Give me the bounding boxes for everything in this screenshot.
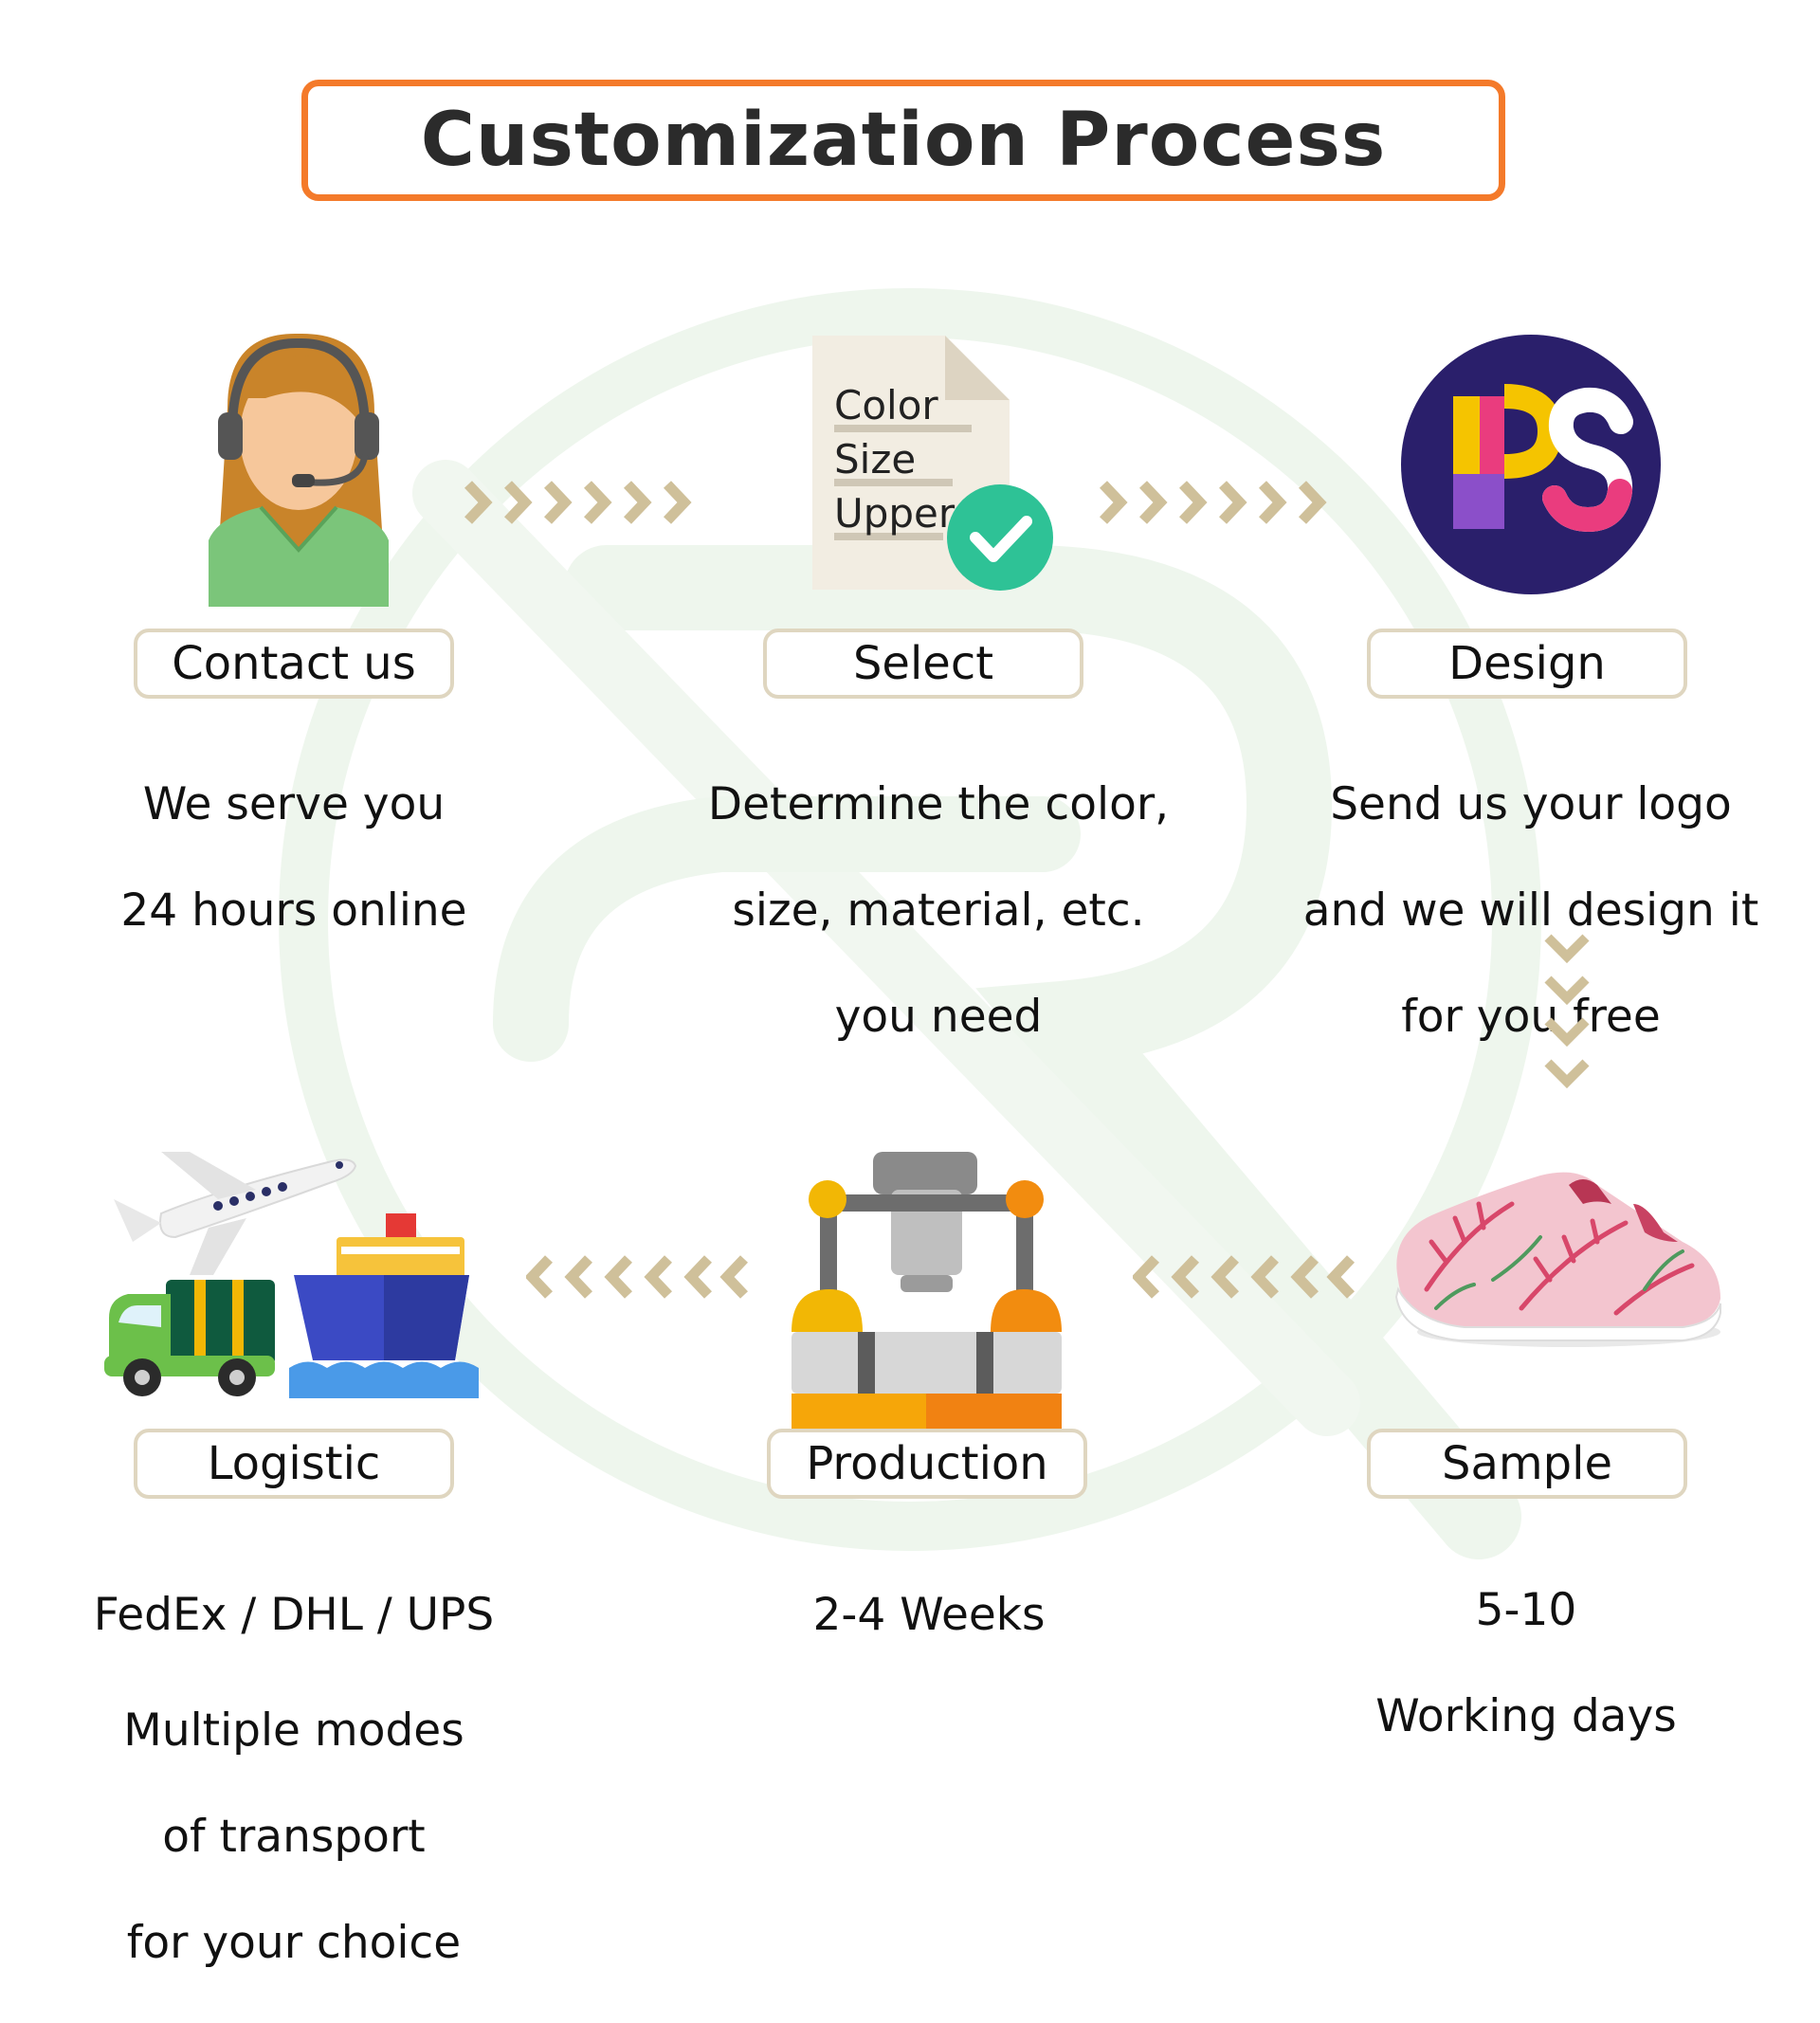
truck-icon [104, 1280, 275, 1396]
desc-line: 2-4 Weeks [812, 1589, 1046, 1641]
step-desc-select: Determine the color, size, material, etc… [664, 725, 1213, 1097]
desc-line: 24 hours online [120, 884, 467, 937]
desc-line: and we will design it [1302, 884, 1759, 937]
desc-line: FedEx / DHL / UPS [93, 1589, 495, 1641]
chevron-left-arrows-icon [526, 1255, 748, 1299]
chevron-right-arrows-icon [1100, 481, 1327, 524]
desc-line: Working days [1375, 1690, 1677, 1742]
desc-line: 5-10 [1475, 1584, 1577, 1636]
desc-line: size, material, etc. [732, 884, 1145, 937]
step-desc-design: Send us your logo and we will design it … [1284, 725, 1777, 1097]
desc-line: We serve you [142, 778, 446, 830]
step-label-sample: Sample [1367, 1429, 1687, 1499]
chevron-left-arrows-icon [1133, 1255, 1355, 1299]
ship-icon [289, 1213, 479, 1398]
desc-line: Determine the color, [707, 778, 1170, 830]
chevron-right-arrows-icon [464, 481, 692, 524]
plane-truck-ship-icon [104, 1152, 479, 1398]
step-label-production: Production [767, 1429, 1087, 1499]
step-label-design: Design [1367, 629, 1687, 699]
doc-line-size: Size [834, 436, 916, 483]
page-title: Customization Process [420, 98, 1387, 183]
step-desc-logistic: FedEx / DHL / UPS Multiple modes of tran… [57, 1536, 531, 2023]
step-label-contact: Contact us [134, 629, 454, 699]
step-desc-contact: We serve you 24 hours online [104, 725, 483, 991]
desc-line: for you free [1401, 991, 1661, 1043]
step-label-logistic: Logistic [134, 1429, 454, 1499]
doc-line-color: Color [834, 382, 938, 428]
watermark-logo [279, 288, 1541, 1559]
step-desc-sample: 5-10 Working days [1346, 1531, 1706, 1796]
desc-line: you need [834, 991, 1043, 1043]
chevron-down-arrows-icon [1544, 934, 1590, 1089]
desc-line: for your choice [126, 1917, 462, 1969]
desc-line: Send us your logo [1330, 778, 1732, 830]
doc-line-upper: Upper [834, 490, 956, 537]
floral-clog-shoe-icon [1394, 1172, 1721, 1347]
step-desc-production: 2-4 Weeks [730, 1536, 1128, 1695]
photoshop-logo-icon [1401, 335, 1661, 594]
desc-line: Multiple modes [123, 1704, 464, 1757]
airplane-icon [114, 1152, 357, 1275]
title-box: Customization Process [301, 80, 1505, 201]
factory-machine-icon [792, 1152, 1062, 1403]
customer-service-headset-icon [209, 333, 389, 607]
checklist-document-icon: Color Size Upper [812, 336, 1053, 591]
step-label-select: Select [763, 629, 1083, 699]
desc-line: of transport [162, 1811, 426, 1863]
